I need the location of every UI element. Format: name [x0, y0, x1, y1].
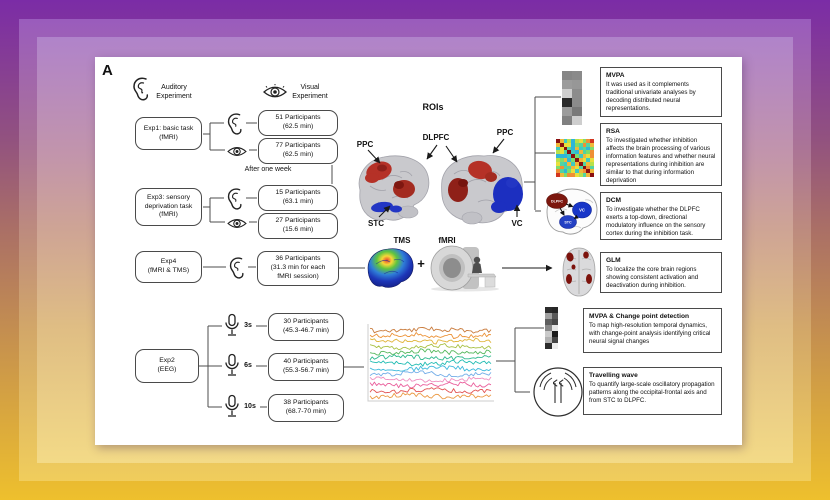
eeg-6s-participants-box: 40 Participants (55.3-56.7 min) — [268, 353, 344, 381]
dcm-node-stc: STC — [564, 221, 572, 225]
eeg-duration-10s: 10s — [244, 403, 256, 410]
exp1-box: Exp1: basic task (fMRI) — [135, 117, 202, 150]
brain-lateral-right-icon — [441, 155, 523, 225]
dcm-node-vc: VC — [579, 208, 585, 213]
dcm-node-dlpfc: DLPFC — [551, 200, 563, 204]
method-box-mvpa-change-point: MVPA & Change point detection To map hig… — [583, 308, 722, 353]
method-desc: To map high-resolution temporal dynamics… — [589, 321, 711, 345]
method-desc: To quantify large-scale oscillatory prop… — [589, 380, 715, 404]
method-title: MVPA — [606, 72, 625, 79]
ear-icon — [229, 257, 244, 279]
eye-icon — [263, 84, 287, 98]
roi-label-stc: STC — [368, 219, 384, 228]
auditory-experiment-label: Auditory Experiment — [156, 84, 192, 100]
mvpa-pattern-icon — [545, 307, 558, 349]
microphone-icon — [225, 353, 239, 376]
plus-sign: + — [417, 256, 425, 271]
exp1-auditory-participants-box: 51 Participants (62.5 min) — [258, 110, 338, 136]
eeg-3s-participants-box: 30 Participants (45.3-46.7 min) — [268, 313, 344, 341]
brain-lateral-left-icon — [358, 155, 430, 221]
method-desc: To localize the core brain regions showi… — [606, 265, 699, 289]
ear-icon — [227, 188, 242, 210]
fmri-label: fMRI — [438, 236, 456, 245]
method-title: DCM — [606, 197, 622, 204]
eeg-waveforms — [367, 324, 494, 402]
method-box-dcm: DCM To investigate whether the DLPFC exe… — [600, 192, 722, 240]
visual-experiment-label: Visual Experiment — [292, 84, 328, 100]
ear-icon — [133, 77, 149, 101]
method-box-mvpa: MVPA It was used as it complements tradi… — [600, 67, 722, 117]
roi-label-vc: VC — [511, 219, 523, 228]
eeg-duration-3s: 3s — [244, 322, 252, 329]
mvpa-pattern-icon — [562, 71, 582, 125]
method-title: RSA — [606, 128, 620, 135]
glm-brain-icon — [562, 247, 596, 297]
travelling-wave-icon — [533, 367, 583, 417]
exp3-visual-participants-box: 27 Participants (15.6 min) — [258, 213, 338, 239]
microphone-icon — [225, 313, 239, 336]
dcm-brain-icon: DLPFC VC STC — [546, 188, 598, 235]
exp3-auditory-participants-box: 15 Participants (63.1 min) — [258, 185, 338, 211]
mri-scanner-icon — [430, 245, 499, 292]
eeg-10s-participants-box: 38 Participants (68.7-70 min) — [268, 394, 344, 422]
method-desc: To investigated whether inhibition affec… — [606, 136, 716, 184]
method-title: Travelling wave — [589, 372, 638, 379]
after-one-week-label: After one week — [244, 166, 292, 173]
method-title: GLM — [606, 257, 621, 264]
exp4-participants-box: 36 Participants (31.3 min for each fMRI … — [257, 251, 339, 286]
method-box-travelling-wave: Travelling wave To quantify large-scale … — [583, 367, 722, 415]
eye-icon — [227, 219, 247, 228]
microphone-icon — [225, 394, 239, 417]
panel-label-A: A — [102, 62, 113, 79]
eeg-duration-6s: 6s — [244, 362, 252, 369]
eye-icon — [227, 147, 247, 156]
exp2-box: Exp2 (EEG) — [135, 349, 199, 383]
method-box-rsa: RSA To investigated whether inhibition a… — [600, 123, 722, 186]
tms-label: TMS — [393, 236, 411, 245]
tms-brain-icon — [367, 248, 414, 288]
method-desc: It was used as it complements traditiona… — [606, 80, 696, 112]
roi-label-dlpfc: DLPFC — [422, 133, 450, 142]
exp4-box: Exp4 (fMRI & TMS) — [135, 251, 202, 283]
ear-icon — [227, 113, 242, 135]
roi-label-ppc-left: PPC — [356, 140, 374, 149]
roi-label-ppc-right: PPC — [496, 128, 514, 137]
method-desc: To investigate whether the DLPFC exerts … — [606, 205, 706, 237]
exp1-visual-participants-box: 77 Participants (62.5 min) — [258, 138, 338, 164]
method-title: MVPA & Change point detection — [589, 313, 690, 320]
exp3-box: Exp3: sensory deprivation task (fMRI) — [135, 188, 202, 226]
rois-title: ROIs — [422, 102, 444, 112]
rsa-matrix-icon — [556, 139, 594, 177]
method-box-glm: GLM To localize the core brain regions s… — [600, 252, 722, 293]
